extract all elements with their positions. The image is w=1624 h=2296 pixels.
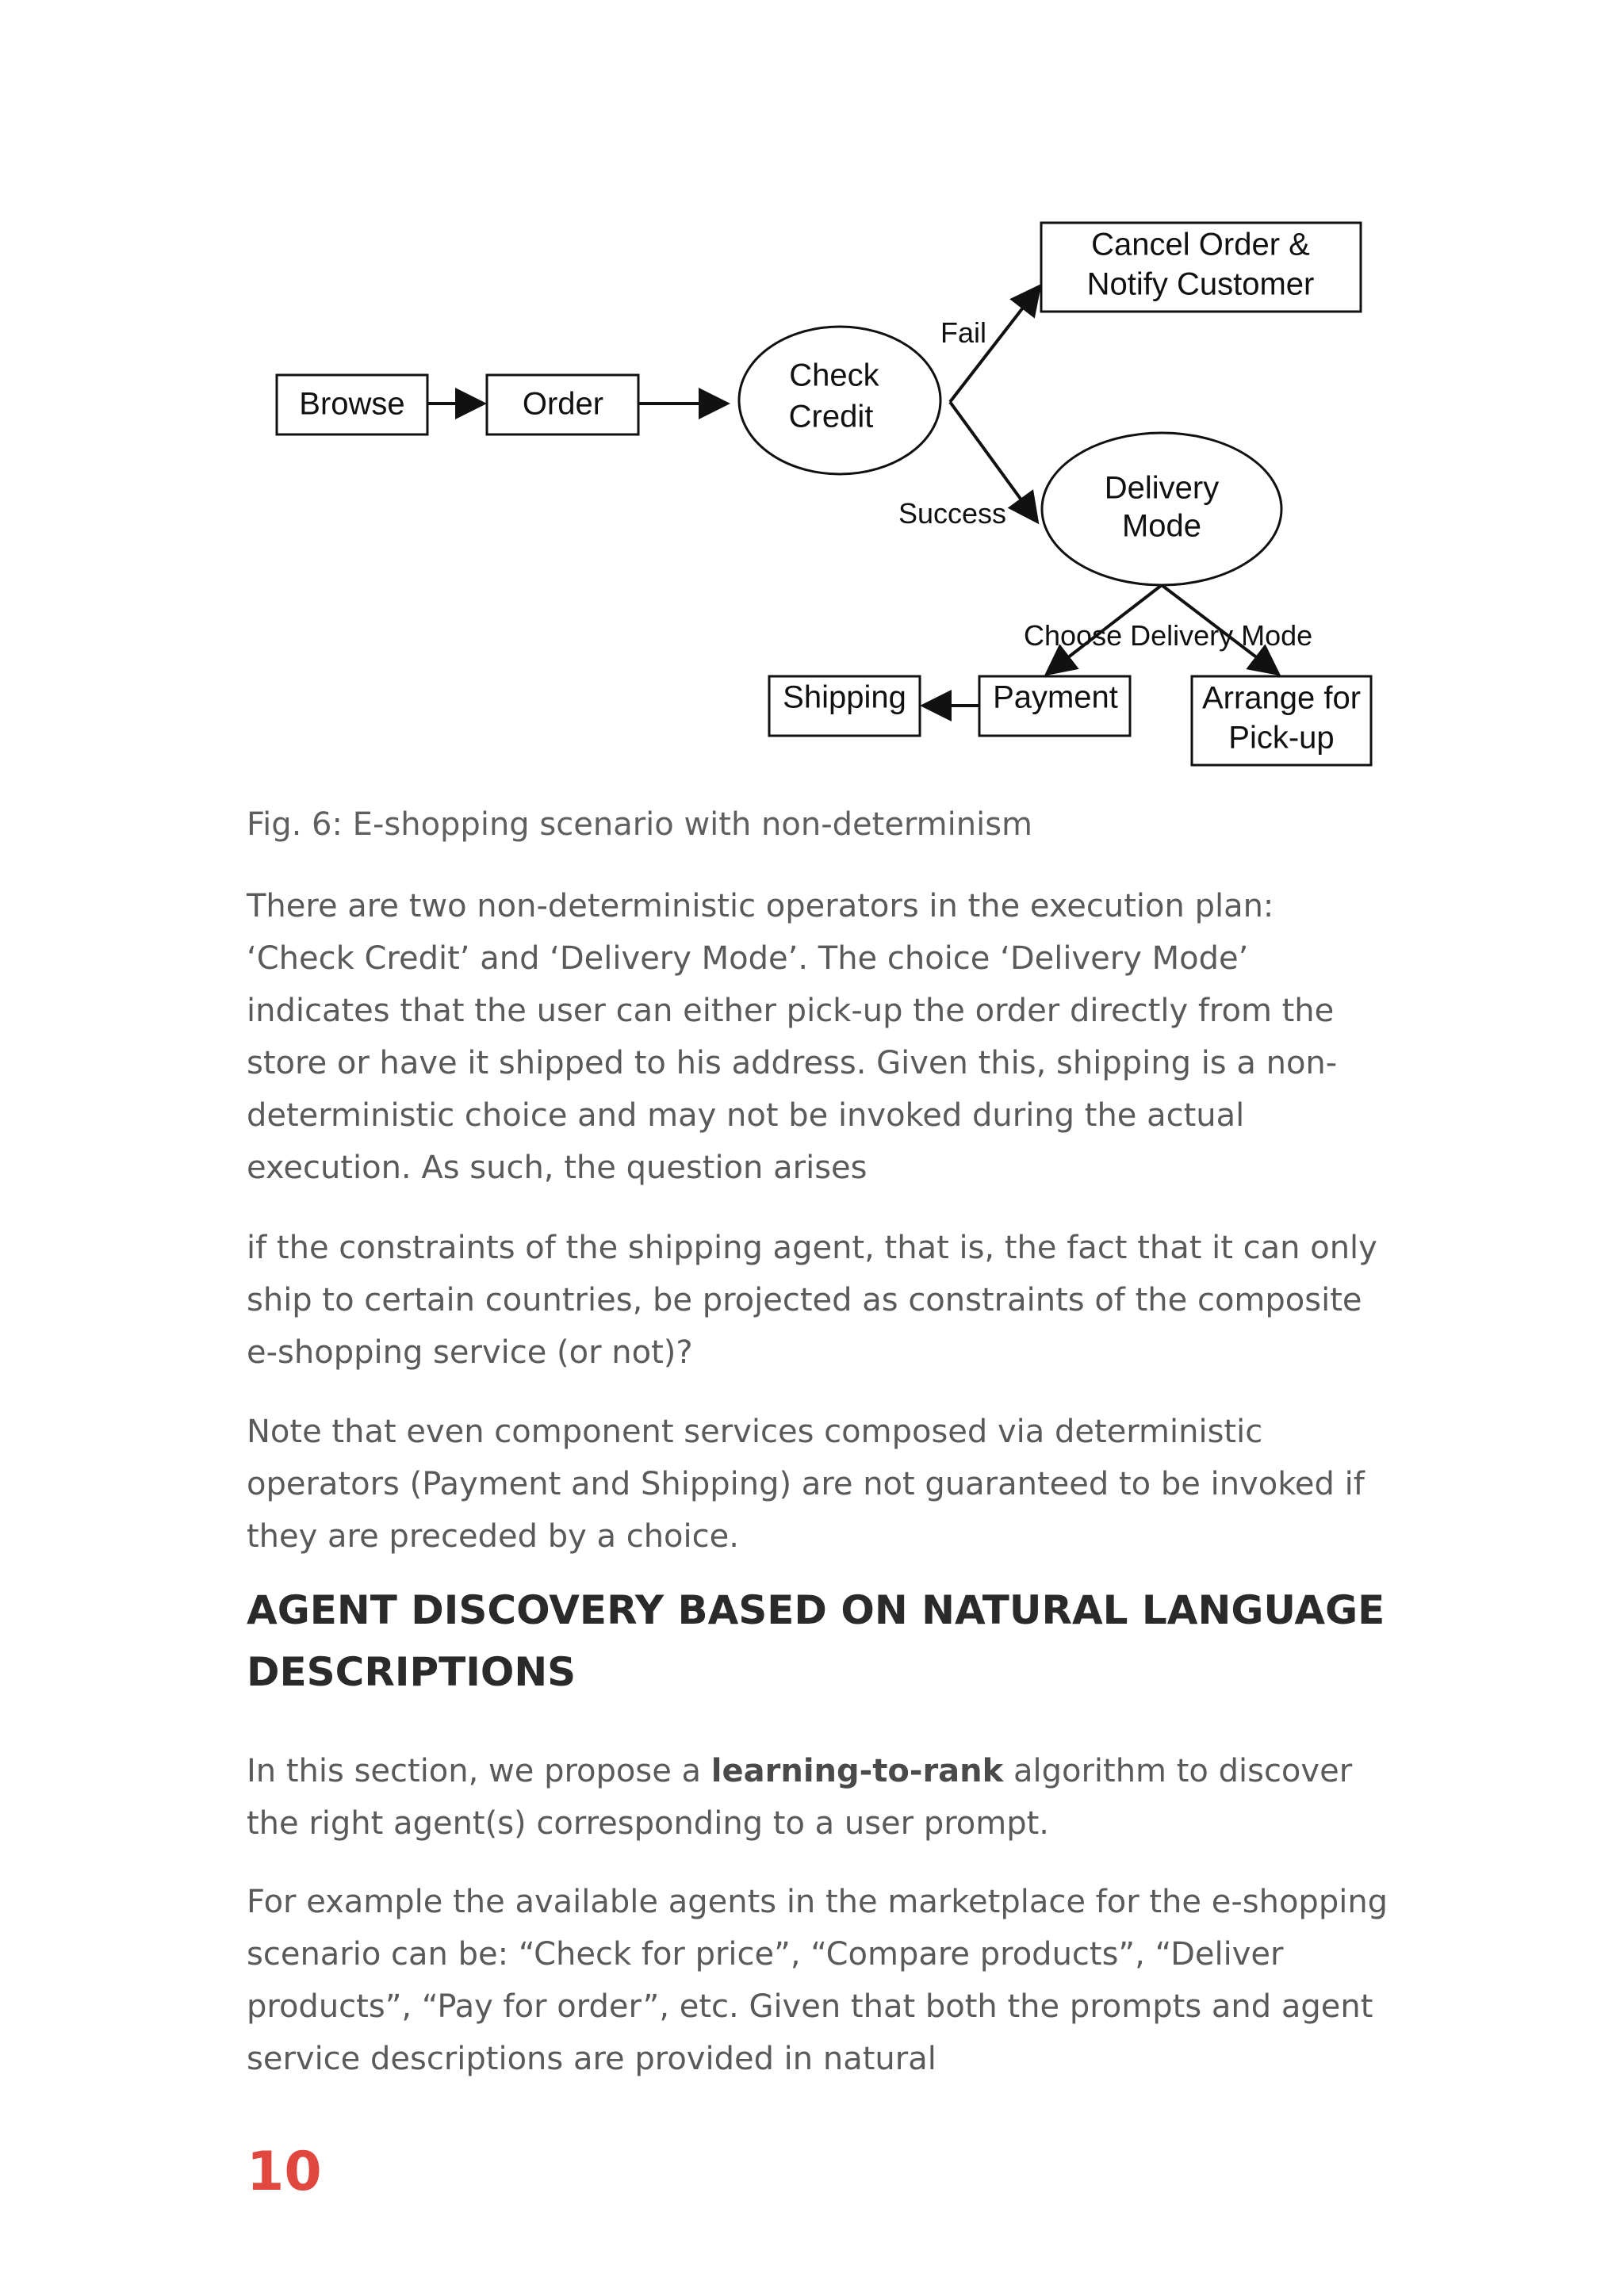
paragraph-text: In this section, we propose a bbox=[247, 1753, 711, 1789]
paragraph-nondeterministic-operators: There are two non-deterministic operator… bbox=[247, 888, 1338, 1186]
edge-check-cancel bbox=[948, 283, 1042, 404]
node-order: Order bbox=[485, 373, 640, 436]
node-arrange-pickup: Arrange for Pick-up bbox=[1190, 675, 1373, 767]
svg-text:Cancel Order &: Cancel Order & bbox=[1091, 228, 1310, 262]
node-check-credit: Check Credit bbox=[737, 325, 942, 476]
edge-label-success: Success bbox=[898, 497, 1006, 530]
edge-delivery-payment bbox=[1044, 584, 1163, 676]
figure-caption: Fig. 6: E-shopping scenario with non-det… bbox=[247, 806, 1033, 843]
svg-text:Delivery: Delivery bbox=[1105, 471, 1219, 506]
node-shipping: Shipping bbox=[768, 675, 921, 737]
paragraph-learning-to-rank: In this section, we propose a learning-t… bbox=[247, 1745, 1388, 1850]
svg-text:Mode: Mode bbox=[1122, 509, 1201, 544]
svg-text:Payment: Payment bbox=[993, 680, 1118, 715]
edge-label-choose-delivery-mode: Choose Delivery Mode bbox=[1024, 619, 1312, 652]
svg-text:Shipping: Shipping bbox=[783, 680, 906, 715]
svg-text:Order: Order bbox=[523, 387, 603, 422]
edge-delivery-pickup bbox=[1160, 584, 1281, 676]
paragraph-text: algorithm to discover the right agent(s)… bbox=[247, 1753, 1353, 1842]
e-shopping-flow-diagram: Browse Order Check Credit Cancel Order &… bbox=[275, 221, 1373, 767]
svg-text:Browse: Browse bbox=[299, 387, 404, 422]
section-heading: AGENT DISCOVERY BASED ON NATURAL LANGUAG… bbox=[247, 1587, 1385, 1695]
svg-text:Credit: Credit bbox=[789, 400, 874, 434]
node-payment: Payment bbox=[978, 675, 1132, 737]
edge-check-delivery bbox=[948, 400, 1040, 525]
svg-text:Check: Check bbox=[789, 358, 879, 393]
bold-term: learning-to-rank bbox=[710, 1753, 1004, 1789]
paragraph-shipping-constraints: if the constraints of the shipping agent… bbox=[247, 1230, 1377, 1371]
node-cancel-order: Cancel Order & Notify Customer bbox=[1040, 221, 1362, 313]
svg-text:Arrange for: Arrange for bbox=[1202, 681, 1361, 716]
paragraph-marketplace-example: For example the available agents in the … bbox=[247, 1884, 1388, 2077]
node-browse: Browse bbox=[275, 373, 429, 436]
svg-text:Pick-up: Pick-up bbox=[1228, 721, 1334, 756]
edge-label-fail: Fail bbox=[940, 316, 986, 349]
svg-text:Notify Customer: Notify Customer bbox=[1087, 267, 1315, 302]
page-number: 10 bbox=[247, 2141, 322, 2203]
paragraph-deterministic-note: Note that even component services compos… bbox=[247, 1414, 1365, 1555]
node-delivery-mode: Delivery Mode bbox=[1040, 431, 1283, 587]
